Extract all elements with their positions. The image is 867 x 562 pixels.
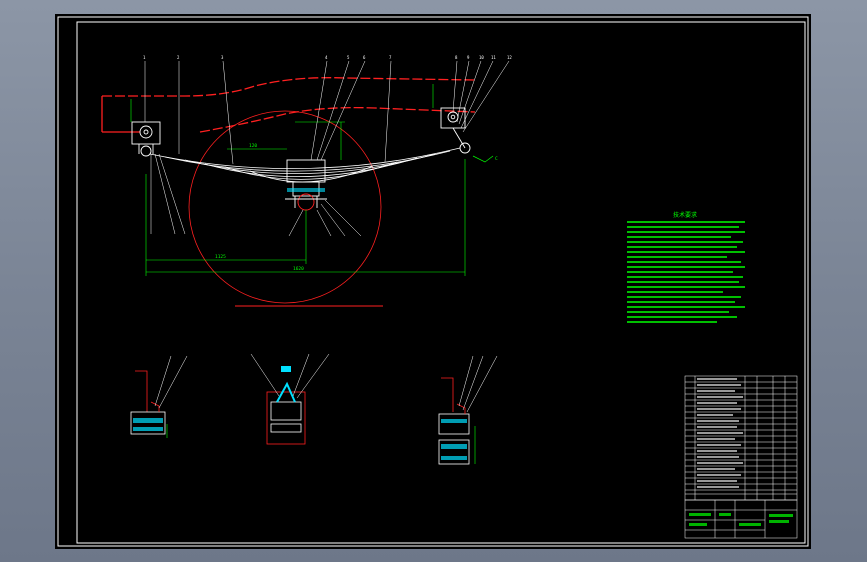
cad-drawing: 1125 1620 120 1 2 3 4 5 6 7 8 9 10 11 12 (57, 16, 809, 547)
dimensions (130, 84, 466, 276)
label-7: 7 (389, 55, 392, 60)
rear-shackle (440, 107, 471, 154)
axle-clamp (285, 159, 327, 211)
label-2: 2 (177, 55, 180, 60)
leader-lines (144, 60, 510, 237)
title-block (684, 499, 798, 539)
chassis-rail (101, 77, 476, 133)
title-block-text (689, 513, 793, 526)
label-5: 5 (347, 55, 350, 60)
front-bracket (131, 121, 161, 157)
label-3: 3 (221, 55, 224, 60)
inner-frame (76, 21, 806, 544)
drawing-canvas[interactable]: 1125 1620 120 1 2 3 4 5 6 7 8 9 10 11 12 (55, 14, 811, 549)
outer-frame (57, 16, 809, 547)
notes-block (627, 221, 745, 323)
detail-view-2 (250, 353, 330, 445)
parts-list-text (697, 378, 743, 488)
dimension-long: 1620 (293, 266, 304, 272)
detail-view-1 (130, 355, 188, 438)
clearance-circle (188, 110, 382, 304)
label-11: 11 (491, 55, 496, 60)
leaf-spring (149, 147, 461, 183)
label-10: 10 (479, 55, 484, 60)
dimension-mid: 1125 (215, 254, 226, 260)
leader-labels: 1 2 3 4 5 6 7 8 9 10 11 12 (143, 55, 512, 60)
label-4: 4 (325, 55, 328, 60)
detail-view-3 (438, 355, 498, 465)
label-1: 1 (143, 55, 146, 60)
label-6: 6 (363, 55, 366, 60)
dimension-short: 120 (249, 143, 257, 149)
notes-title: 技术要求 (673, 211, 697, 219)
label-9: 9 (467, 55, 470, 60)
view-arrow-label: C (495, 156, 498, 162)
view-arrow (472, 155, 494, 163)
label-12: 12 (507, 55, 512, 60)
label-8: 8 (455, 55, 458, 60)
